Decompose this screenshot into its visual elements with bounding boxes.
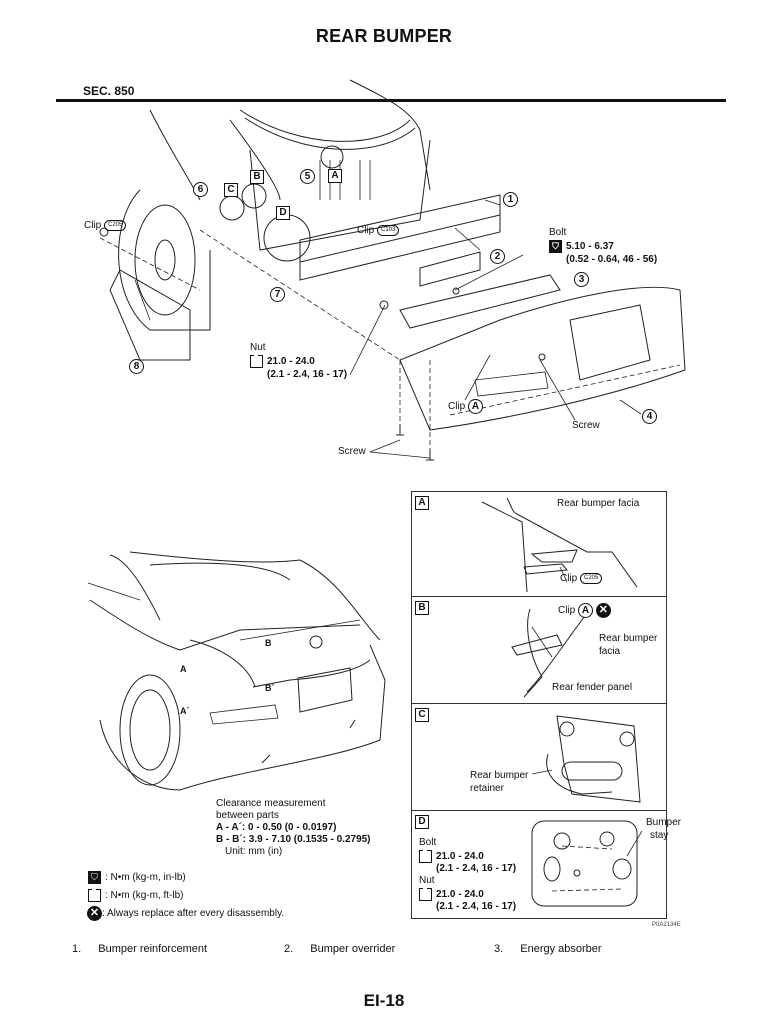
part-number-7: 7 (270, 287, 285, 302)
clip-a-callout: Clip A (448, 399, 484, 414)
page-title: REAR BUMPER (315, 26, 453, 46)
part-number-4: 4 (642, 409, 657, 424)
detail-panel-b: B Clip A ✕ Rear bumper facia Rear fender… (412, 597, 666, 704)
detail-c-ref: C (415, 708, 429, 722)
exploded-diagram (99, 79, 686, 461)
clip-c103-callout: Clip C103 (357, 225, 400, 237)
clearance-bb: B - B´: 3.9 - 7.10 (0.1535 - 0.2795) (216, 834, 371, 845)
detail-d-ref: D (415, 815, 429, 829)
clip-ref-a: A (578, 603, 594, 619)
torque-ft-lb-icon (88, 888, 101, 902)
clearance-aa: A - A´: 0 - 0.50 (0 - 0.0197) (216, 822, 337, 833)
part-number-5: 5 (300, 169, 315, 184)
detail-d-bolt-label: Bolt (419, 837, 437, 848)
bolt-torque: ⛉5.10 - 6.37 (549, 240, 614, 253)
detail-ref-a-marker: A (328, 169, 342, 183)
always-replace-icon: ✕ (87, 906, 102, 921)
detail-panel-d: D Bumper stay Bolt 21.0 - 24.0 (2.1 - 2.… (412, 811, 681, 918)
detail-d-bolt-torque-alt: (2.1 - 2.4, 16 - 17) (436, 863, 517, 874)
detail-ref-c-marker: C (224, 183, 238, 197)
detail-c-retainer-label-1: Rear bumper (470, 770, 529, 781)
torque-ft-lb-icon (419, 849, 432, 863)
detail-c-drawing (531, 715, 641, 803)
clearance-unit: Unit: mm (in) (225, 846, 283, 857)
detail-a-ref: A (415, 496, 429, 510)
detail-d-nut-torque: 21.0 - 24.0 (419, 887, 484, 901)
footer-part-2: 2. Bumper overrider (284, 943, 396, 955)
bolt-label: Bolt (549, 227, 567, 238)
clearance-mark-b-prime: B´ (265, 683, 275, 693)
screw-bottom-label: Screw (338, 446, 366, 457)
detail-b-clip-callout: Clip A ✕ (558, 603, 611, 619)
footer-part-1: 1. Bumper reinforcement (72, 943, 208, 955)
section-label: SEC. 850 (83, 84, 135, 98)
nut-torque-alt: (2.1 - 2.4, 16 - 17) (267, 369, 348, 380)
torque-ft-lb-icon (250, 354, 263, 368)
detail-ref-b-marker: B (250, 170, 264, 184)
clip-code-c205: C205 (580, 573, 603, 584)
detail-b-fender-label: Rear fender panel (552, 682, 633, 693)
detail-panel-c: C Rear bumper retainer (412, 704, 666, 811)
clearance-mark-a: A (180, 664, 187, 674)
clip-code-c205: C205 (104, 220, 127, 231)
nut-label: Nut (250, 342, 266, 353)
legend-item-ft-lb: : N•m (kg-m, ft-lb) (88, 888, 184, 902)
detail-d-drawing (531, 820, 643, 907)
detail-b-facia-label-2: facia (599, 646, 621, 657)
clearance-heading-1: Clearance measurement (216, 798, 326, 809)
detail-d-nut-torque-alt: (2.1 - 2.4, 16 - 17) (436, 901, 517, 912)
detail-b-ref: B (415, 601, 429, 615)
detail-b-drawing (511, 608, 585, 698)
figure-id: PIIA2134E (652, 922, 681, 928)
part-number-6: 6 (193, 182, 208, 197)
detail-ref-d-marker: D (276, 206, 290, 220)
detail-a-drawing (481, 497, 638, 593)
page-number: EI-18 (363, 991, 405, 1010)
clip-ref-a: A (468, 399, 484, 414)
detail-d-stay-label-2: stay (650, 830, 669, 841)
part-number-1: 1 (503, 192, 518, 207)
footer-part-3: 3. Energy absorber (494, 943, 602, 955)
screw-right-label: Screw (572, 420, 600, 431)
detail-panels: A Rear bumper facia Clip C205 B Clip A ✕… (411, 491, 681, 919)
detail-d-stay-label-1: Bumper (646, 817, 682, 828)
torque-ft-lb-icon (419, 887, 432, 901)
legend-item-replace: ✕: Always replace after every disassembl… (87, 906, 284, 921)
part-number-8: 8 (129, 359, 144, 374)
always-replace-icon: ✕ (595, 603, 611, 618)
detail-a-facia-label: Rear bumper facia (557, 498, 640, 509)
clearance-mark-b: B (265, 638, 272, 648)
detail-a-clip-callout: Clip C205 (560, 573, 603, 585)
detail-d-nut-label: Nut (419, 875, 435, 886)
detail-panel-a: A Rear bumper facia Clip C205 (412, 492, 666, 597)
torque-in-lb-icon: ⛉ (88, 871, 101, 884)
part-number-2: 2 (490, 249, 505, 264)
clearance-mark-a-prime: A´ (180, 706, 190, 716)
part-number-3: 3 (574, 272, 589, 287)
detail-d-bolt-torque: 21.0 - 24.0 (419, 849, 484, 863)
bolt-torque-alt: (0.52 - 0.64, 46 - 56) (566, 254, 658, 265)
legend-item-in-lb: ⛉: N•m (kg-m, in-lb) (88, 871, 186, 884)
clip-a-label: Clip (448, 401, 466, 412)
clip-c205-callout: Clip C205 (84, 220, 127, 232)
clip-c205-label: Clip (84, 220, 102, 232)
nut-torque: 21.0 - 24.0 (250, 354, 315, 368)
detail-b-facia-label-1: Rear bumper (599, 633, 658, 644)
title-rule (56, 99, 726, 102)
clip-c103-label: Clip (357, 225, 375, 237)
torque-in-lb-icon: ⛉ (549, 240, 562, 253)
detail-c-retainer-label-2: retainer (470, 783, 504, 794)
clearance-heading-2: between parts (216, 810, 279, 821)
clip-code-c103: C103 (377, 225, 400, 236)
